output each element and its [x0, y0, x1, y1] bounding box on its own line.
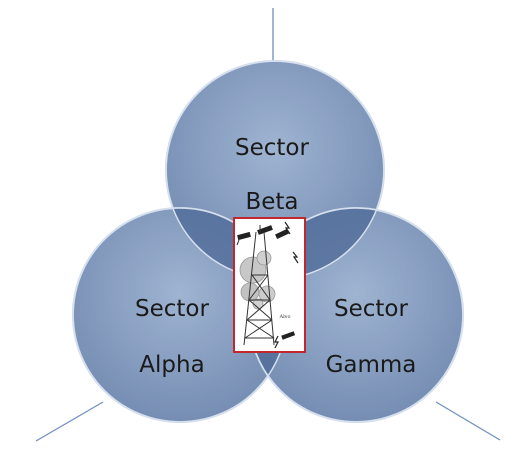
ground-antenna-icon: [274, 331, 296, 349]
cell-tower-image: Alvo: [233, 217, 306, 353]
tower-lattice-icon: [243, 225, 275, 346]
sector-beta-label-line1: Sector: [235, 135, 309, 161]
sector-alpha-label-line1: Sector: [135, 296, 209, 322]
sector-gamma-label-line2: Gamma: [326, 352, 417, 378]
sector-beta-label-line2: Beta: [245, 189, 298, 215]
alpha-antenna-line: [35, 401, 104, 442]
gamma-antenna-line: [435, 401, 501, 441]
sector-gamma-label-line1: Sector: [334, 296, 408, 322]
antenna-array-icon: [236, 221, 299, 264]
tower-caption: Alvo: [278, 314, 290, 320]
sector-alpha-label-line2: Alpha: [139, 352, 204, 378]
